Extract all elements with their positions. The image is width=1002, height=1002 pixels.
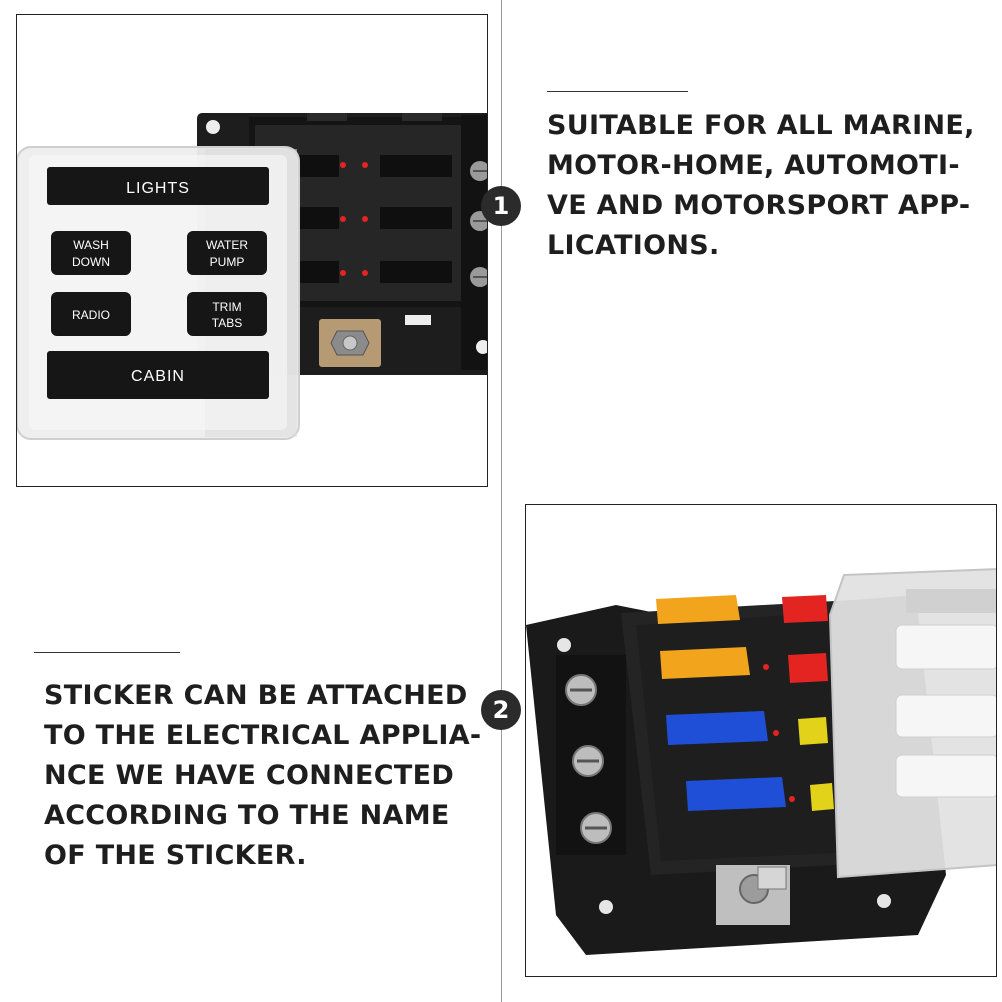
caption-2: STICKER CAN BE ATTACHED TO THE ELECTRICA… (44, 676, 481, 876)
sticker-cabin (47, 351, 269, 399)
product-image-angled-view (525, 504, 997, 977)
caption-1-rule (547, 91, 688, 92)
fuse-red (782, 595, 828, 623)
sticker-wash-down (51, 231, 131, 275)
caption-1-line: SUITABLE FOR ALL MARINE, (547, 110, 975, 141)
fuse-yellow (798, 717, 828, 745)
caption-2-line: STICKER CAN BE ATTACHED (44, 680, 468, 711)
ground-stud (319, 315, 431, 367)
fuse-orange (656, 595, 740, 624)
caption-1-line: LICATIONS. (547, 230, 720, 261)
sticker-lights-text: LIGHTS (126, 180, 190, 197)
sticker-labels: LIGHTS WASH DOWN WATER PUMP RADIO TRIM T… (47, 167, 269, 399)
fuse-yellow (810, 783, 834, 811)
caption-1: SUITABLE FOR ALL MARINE, MOTOR-HOME, AUT… (547, 106, 975, 266)
step-badge-2: 2 (481, 690, 521, 730)
fuse-blue (666, 711, 768, 745)
sticker-radio-text: RADIO (72, 308, 110, 322)
sticker-water-pump (187, 231, 267, 275)
caption-2-line: ACCORDING TO THE NAME (44, 800, 450, 831)
caption-2-line: TO THE ELECTRICAL APPLIA- (44, 720, 482, 751)
caption-1-line: VE AND MOTORSPORT APP- (547, 190, 971, 221)
fuse-blue (686, 777, 786, 811)
sticker-water-text-1: WATER (206, 238, 248, 252)
sticker-trim-text-1: TRIM (212, 300, 241, 314)
fuses (656, 595, 834, 811)
product-image-cover-view: LIGHTS WASH DOWN WATER PUMP RADIO TRIM T… (16, 14, 488, 487)
step-badge-1: 1 (481, 186, 521, 226)
sticker-wash-text-2: DOWN (72, 255, 110, 269)
fuse-red (788, 653, 828, 683)
caption-2-line: OF THE STICKER. (44, 840, 307, 871)
angled-cover (828, 568, 996, 879)
fuse-orange (660, 647, 750, 679)
caption-2-rule (34, 652, 180, 653)
angled-ground-stud (716, 865, 790, 925)
sticker-lights (47, 167, 269, 205)
center-divider (501, 0, 502, 1002)
sticker-trim-text-2: TABS (212, 316, 242, 330)
angled-screw-terminals (557, 638, 891, 914)
fuse-box-angled-illustration (526, 568, 996, 955)
sticker-cabin-text: CABIN (131, 368, 185, 385)
sticker-radio (51, 292, 131, 336)
sticker-water-text-2: PUMP (210, 255, 245, 269)
sticker-wash-text-1: WASH (73, 238, 109, 252)
caption-2-line: NCE WE HAVE CONNECTED (44, 760, 455, 791)
sticker-trim-tabs (187, 292, 267, 336)
caption-1-line: MOTOR-HOME, AUTOMOTI- (547, 150, 960, 181)
fuse-box-cover-illustration: LIGHTS WASH DOWN WATER PUMP RADIO TRIM T… (17, 113, 487, 440)
